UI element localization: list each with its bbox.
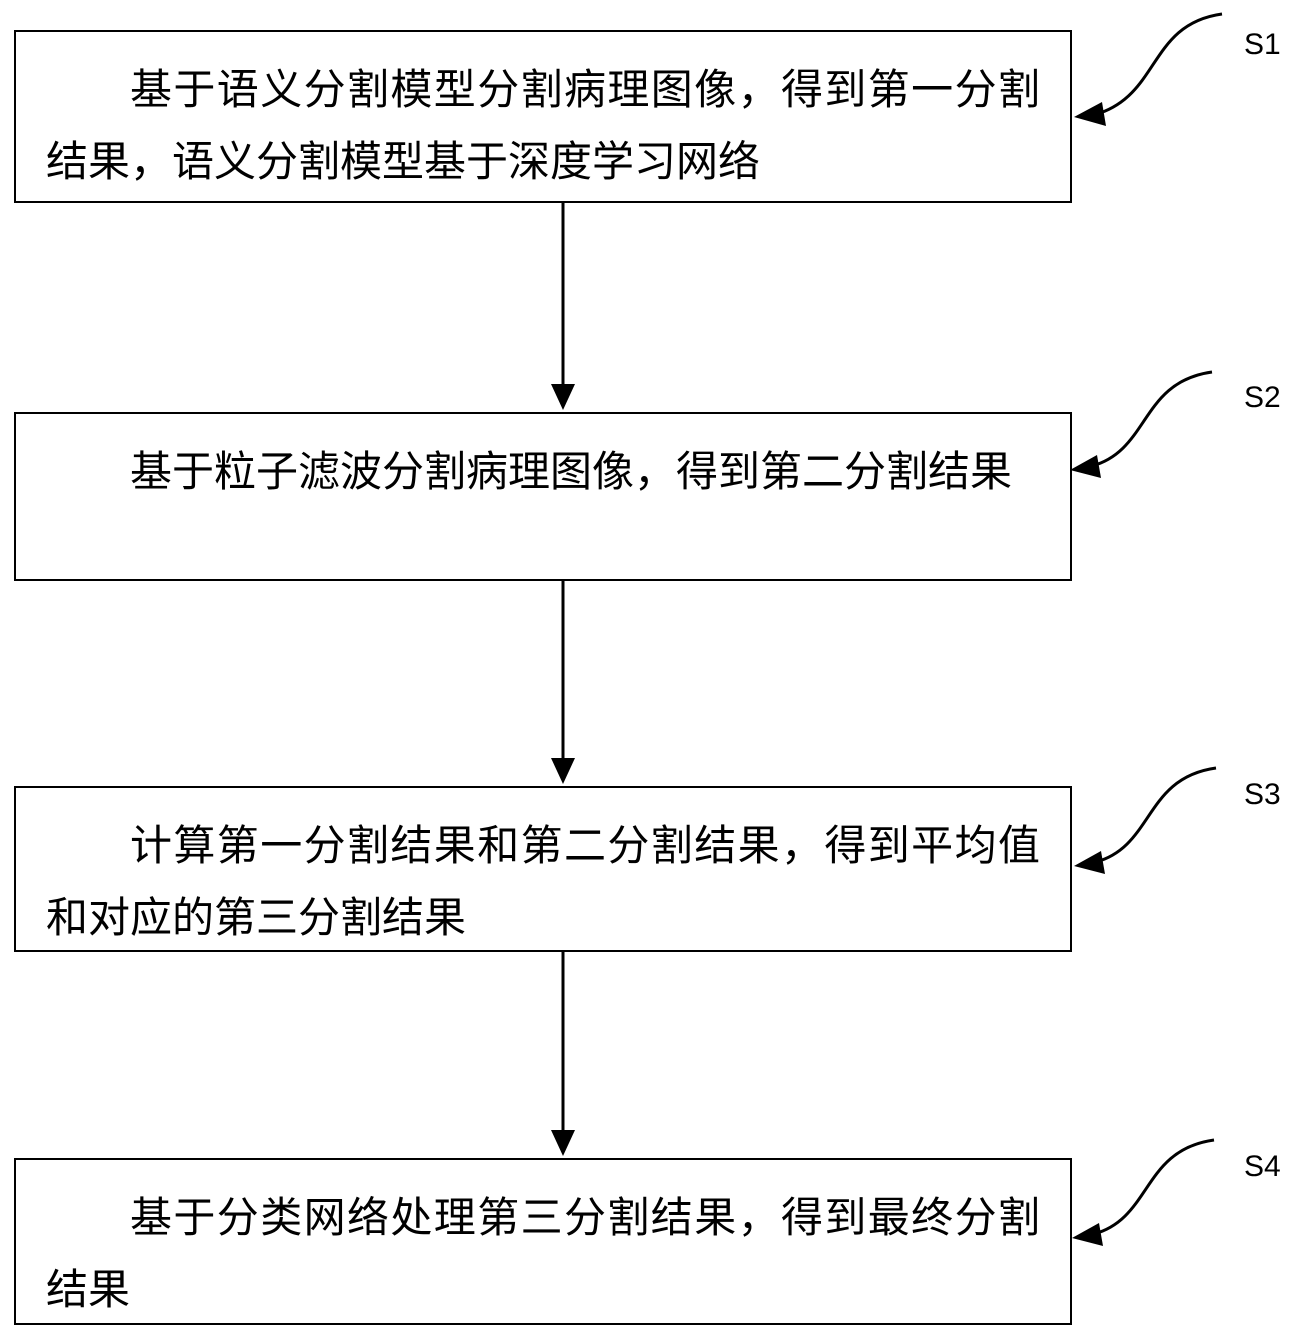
leader-arrow-s4 xyxy=(1072,1138,1215,1246)
step-text-s3: 计算第一分割结果和第二分割结果，得到平均值和对应的第三分割结果 xyxy=(46,821,1040,942)
leader-arrow-s1 xyxy=(1074,12,1223,126)
step-label-s1: S1 xyxy=(1244,28,1281,61)
step-text-s4: 基于分类网络处理第三分割结果，得到最终分割结果 xyxy=(46,1193,1040,1314)
step-text-s2: 基于粒子滤波分割病理图像，得到第二分割结果 xyxy=(130,447,1013,496)
step-label-s2: S2 xyxy=(1244,381,1281,414)
step-label-s3: S3 xyxy=(1244,778,1281,811)
step-label-s4: S4 xyxy=(1244,1150,1281,1183)
flow-arrow-s3-s4 xyxy=(551,952,575,1156)
step-box-s1: 基于语义分割模型分割病理图像，得到第一分割结果，语义分割模型基于深度学习网络 xyxy=(14,30,1072,203)
step-box-s4: 基于分类网络处理第三分割结果，得到最终分割结果 xyxy=(14,1158,1072,1325)
leader-arrow-s2 xyxy=(1070,370,1213,478)
step-box-s3: 计算第一分割结果和第二分割结果，得到平均值和对应的第三分割结果 xyxy=(14,786,1072,952)
step-text-s1: 基于语义分割模型分割病理图像，得到第一分割结果，语义分割模型基于深度学习网络 xyxy=(46,65,1040,186)
flow-arrow-s2-s3 xyxy=(551,581,575,784)
leader-arrow-s3 xyxy=(1074,766,1217,874)
flow-arrow-s1-s2 xyxy=(551,203,575,410)
step-box-s2: 基于粒子滤波分割病理图像，得到第二分割结果 xyxy=(14,412,1072,581)
